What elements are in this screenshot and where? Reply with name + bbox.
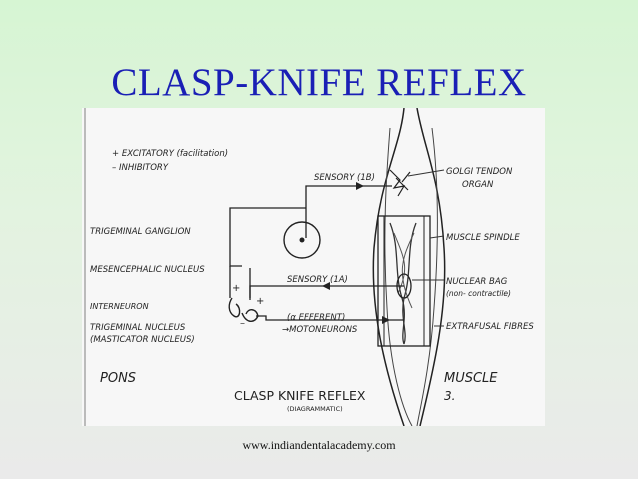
label-mesencephalic-nucleus: MESENCEPHALIC NUCLEUS — [90, 265, 205, 275]
arrow-icon — [356, 182, 364, 190]
legend-inhibitory: – INHIBITORY — [112, 163, 169, 173]
minus-sign: – — [240, 318, 245, 329]
alpha-efferent-fiber — [256, 315, 404, 321]
interneuron-cell — [228, 297, 241, 318]
label-golgi-tendon: GOLGI TENDON — [446, 167, 513, 177]
label-muscle: MUSCLE — [444, 371, 498, 386]
label-trigeminal-nucleus: TRIGEMINAL NUCLEUS — [90, 323, 186, 333]
figure-caption-title: CLASP KNIFE REFLEX — [234, 388, 366, 403]
plus-sign: + — [232, 283, 240, 294]
label-sensory-1b: SENSORY (1B) — [314, 173, 375, 183]
slide-title: CLASP-KNIFE REFLEX — [111, 61, 527, 104]
trigeminal-ganglion-cell — [283, 221, 321, 259]
label-organ: ORGAN — [462, 180, 494, 190]
label-muscle-spindle: MUSCLE SPINDLE — [446, 233, 520, 243]
ganglion-nucleus — [299, 237, 305, 243]
mesencephalic-fiber — [229, 266, 251, 300]
label-alpha-efferent: (α EFFERENT) — [287, 313, 345, 323]
label-pons: PONS — [100, 371, 136, 386]
figure-caption-subtitle: (DIAGRAMMATIC) — [287, 405, 343, 413]
label-masticator-nucleus: (MASTICATOR NUCLEUS) — [90, 335, 195, 345]
reflex-diagram: + EXCITATORY (facilitation) – INHIBITORY… — [84, 108, 534, 426]
label-interneuron: INTERNEURON — [90, 302, 149, 311]
label-sensory-1a: SENSORY (1A) — [287, 275, 348, 285]
muscle-outline-left — [372, 108, 405, 426]
arrow-icon — [322, 282, 330, 290]
muscle-outline-right — [416, 108, 446, 426]
label-extrafusal-fibres: EXTRAFUSAL FIBRES — [446, 322, 534, 332]
plus-sign: + — [256, 296, 264, 307]
footer-url[interactable]: www.indiandentalacademy.com — [242, 438, 396, 452]
label-nuclear-bag: NUCLEAR BAG — [446, 277, 508, 287]
label-figure-number: 3. — [444, 389, 455, 403]
label-trigeminal-ganglion: TRIGEMINAL GANGLION — [90, 227, 191, 237]
muscle-fibre-line — [384, 127, 413, 426]
sensory-1b-branch — [229, 207, 306, 267]
label-non-contractile: (non- contractile) — [446, 289, 511, 298]
leader-lines — [407, 169, 445, 327]
arrow-icon — [382, 316, 390, 324]
muscle-fibre-line — [416, 127, 438, 426]
label-motoneurons: →MOTONEURONS — [282, 325, 358, 335]
diagram-figure: + EXCITATORY (facilitation) – INHIBITORY… — [82, 108, 545, 426]
legend-excitatory: + EXCITATORY (facilitation) — [112, 149, 228, 159]
golgi-tendon-organ — [389, 169, 411, 197]
